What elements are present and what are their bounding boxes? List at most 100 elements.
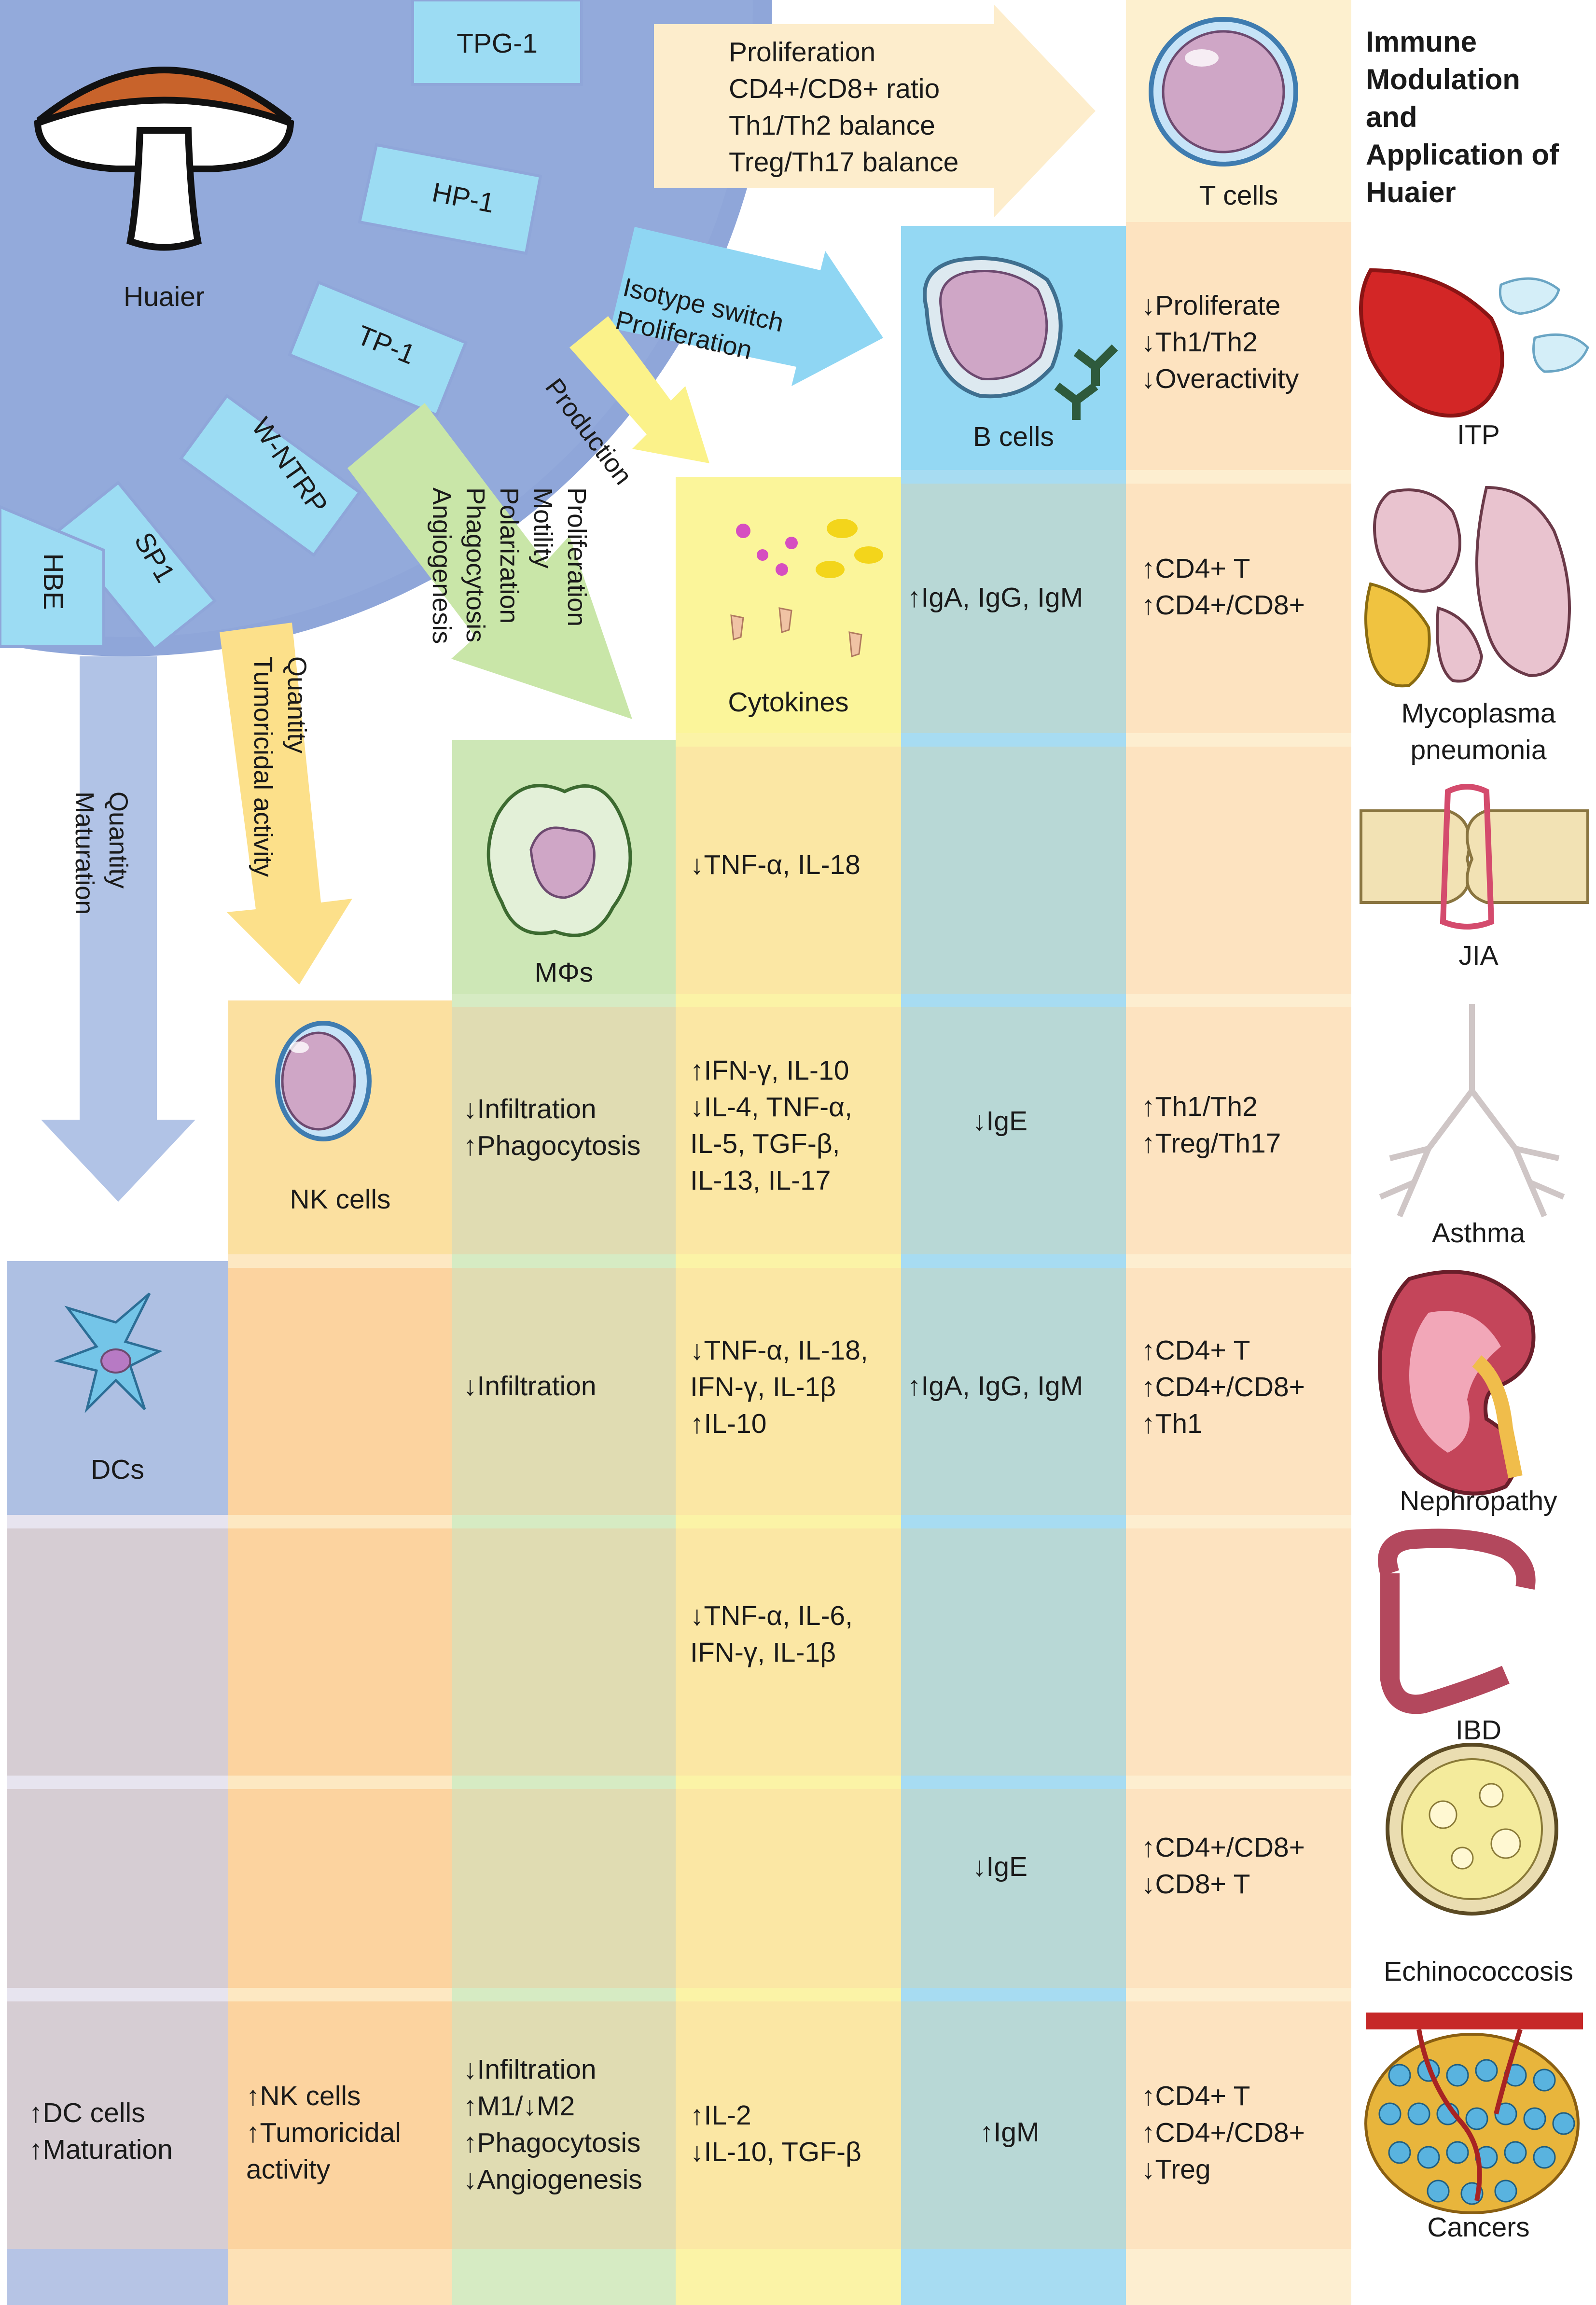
kidney-icon xyxy=(1378,1270,1536,1496)
row-separator xyxy=(901,470,1126,484)
row-separator xyxy=(901,994,1126,1007)
t-cancer: ↑CD4+ T ↑CD4+/CD8+ ↓Treg xyxy=(1141,2081,1305,2185)
cyto-jia: ↓TNF-α, IL-18 xyxy=(690,849,860,880)
row-separator xyxy=(228,1988,452,2001)
cyto-cancer: ↑IL-2 ↓IL-10, TGF-β xyxy=(690,2100,861,2167)
b-myco: ↑IgA, IgG, IgM xyxy=(907,582,1083,613)
row-separator xyxy=(1126,1776,1351,1789)
row-separator xyxy=(452,1988,676,2001)
bottom-strip-t xyxy=(1126,2249,1351,2305)
disease-jia: JIA xyxy=(1458,940,1499,971)
nk-effect-arrow xyxy=(220,623,352,985)
t-asthma: ↑Th1/Th2 ↑Treg/Th17 xyxy=(1141,1091,1281,1159)
row-separator xyxy=(676,1254,901,1268)
row-separator xyxy=(901,1776,1126,1789)
tumor-icon xyxy=(1364,2013,1583,2214)
t-echino: ↑CD4+/CD8+ ↓CD8+ T xyxy=(1141,1832,1305,1900)
disease-nephropathy: Nephropathy xyxy=(1400,1486,1557,1516)
row-separator xyxy=(901,1254,1126,1268)
joint-icon xyxy=(1360,784,1589,930)
t-cells-label: T cells xyxy=(1199,180,1278,211)
row-separator xyxy=(901,1988,1126,2001)
row-separator xyxy=(676,994,901,1007)
dendritic-cell-icon xyxy=(54,1292,163,1414)
dc-column xyxy=(7,1522,228,2249)
row-separator xyxy=(452,1515,676,1528)
b-cells-label: B cells xyxy=(973,421,1054,452)
row-separator xyxy=(1126,470,1351,484)
cytokines-label: Cytokines xyxy=(728,687,849,718)
row-separator xyxy=(901,733,1126,747)
t-cell-effects: Proliferation CD4+/CD8+ ratio Th1/Th2 ba… xyxy=(729,37,959,178)
disease-cancers: Cancers xyxy=(1427,2212,1530,2243)
hydatid-cyst-icon xyxy=(1386,1743,1558,1916)
disease-asthma: Asthma xyxy=(1431,1218,1526,1249)
row-separator xyxy=(452,994,676,1007)
t-itp: ↓Proliferate ↓Th1/Th2 ↓Overactivity xyxy=(1141,290,1299,394)
row-separator xyxy=(452,1254,676,1268)
row-separator xyxy=(676,1515,901,1528)
b-cancer: ↑IgM xyxy=(980,2117,1040,2148)
disease-ibd: IBD xyxy=(1455,1715,1502,1746)
nk-cells-label: NK cells xyxy=(290,1184,391,1215)
cytokine-effect-arrow xyxy=(569,316,709,463)
row-separator xyxy=(1126,994,1351,1007)
polysaccharide-tpg1: TPG-1 xyxy=(457,28,538,59)
row-separator xyxy=(676,733,901,747)
bronchial-tree-icon xyxy=(1379,1004,1565,1218)
macrophage-icon xyxy=(486,784,632,937)
b-cell-effect-arrow xyxy=(611,227,883,386)
disease-itp: ITP xyxy=(1457,419,1500,450)
bottom-strip-nk xyxy=(228,2249,452,2305)
row-separator xyxy=(7,1988,228,2001)
page-title: Immune Modulation and Application of Hua… xyxy=(1366,26,1559,208)
cytokine-particles-icon xyxy=(730,519,883,658)
cyto-neph: ↓TNF-α, IL-18, IFN-γ, IL-1β ↑IL-10 xyxy=(690,1335,868,1439)
mushroom-icon xyxy=(34,67,294,251)
row-separator xyxy=(676,1776,901,1789)
row-separator xyxy=(7,1515,228,1528)
row-separator xyxy=(228,1515,452,1528)
huaier-label: Huaier xyxy=(124,281,205,312)
macrophages-label: MΦs xyxy=(534,957,594,988)
blood-cell-icon xyxy=(1359,268,1589,418)
dc-cancer: ↑DC cells ↑Maturation xyxy=(29,2097,173,2165)
bottom-strip-mac xyxy=(452,2249,676,2305)
dcs-label: DCs xyxy=(91,1454,144,1485)
colon-icon xyxy=(1378,1528,1536,1714)
bottom-strip-b xyxy=(901,2249,1126,2305)
mac-cancer: ↓Infiltration ↑M1/↓M2 ↑Phagocytosis ↓Ang… xyxy=(463,2054,642,2195)
b-column xyxy=(901,477,1126,2249)
bottom-strip-cyto xyxy=(676,2249,901,2305)
t-cell-icon xyxy=(1149,17,1298,167)
mac-column xyxy=(452,1000,676,2249)
row-separator xyxy=(7,1776,228,1789)
cyto-asthma: ↑IFN-γ, IL-10 ↓IL-4, TNF-α, IL-5, TGF-β,… xyxy=(690,1055,852,1196)
row-separator xyxy=(452,1776,676,1789)
t-myco: ↑CD4+ T ↑CD4+/CD8+ xyxy=(1141,553,1305,621)
row-separator xyxy=(901,1515,1126,1528)
row-separator xyxy=(1126,1988,1351,2001)
disease-echinococcosis: Echinococcosis xyxy=(1384,1956,1573,1987)
lungs-icon xyxy=(1364,486,1571,688)
dc-effect-arrow xyxy=(41,656,195,1202)
t-column xyxy=(1126,222,1351,2249)
t-cell-effect-arrow xyxy=(654,5,1096,217)
row-separator xyxy=(676,1988,901,2001)
mac-asthma: ↓Infiltration ↑Phagocytosis xyxy=(463,1094,641,1161)
cyto-column-header xyxy=(676,477,901,740)
row-separator xyxy=(1126,1254,1351,1268)
bottom-strip-dc xyxy=(7,2249,228,2305)
row-separator xyxy=(1126,1515,1351,1528)
b-asthma: ↓IgE xyxy=(972,1106,1028,1137)
nk-cancer: ↑NK cells ↑Tumoricidal activity xyxy=(246,2081,401,2185)
cyto-ibd: ↓TNF-α, IL-6, IFN-γ, IL-1β xyxy=(690,1600,853,1668)
row-separator xyxy=(228,1776,452,1789)
t-neph: ↑CD4+ T ↑CD4+/CD8+ ↑Th1 xyxy=(1141,1335,1305,1439)
row-separator xyxy=(1126,733,1351,747)
